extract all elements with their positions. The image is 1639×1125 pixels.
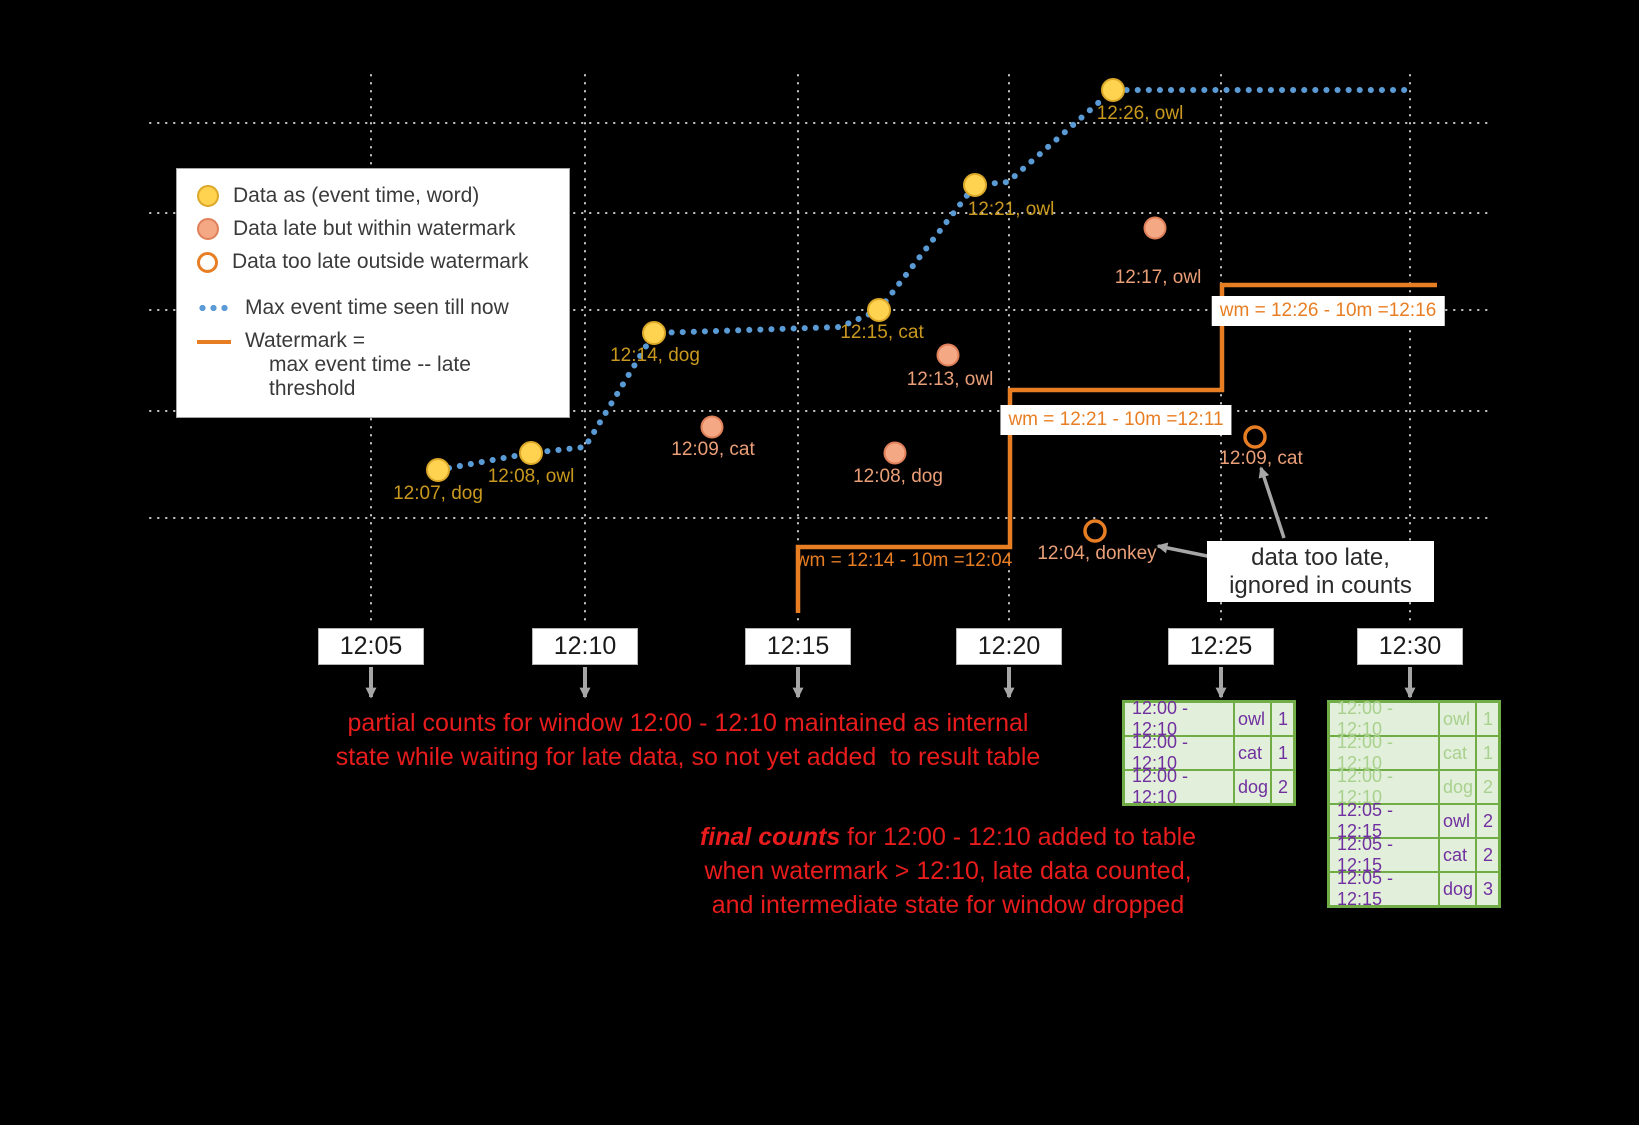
- point-label: 12:08, dog: [853, 466, 943, 487]
- legend-item-label: Data too late outside watermark: [232, 250, 529, 273]
- note-emphasis: final counts: [699, 823, 841, 851]
- point-label: 12:09, cat: [671, 439, 755, 460]
- point-label: 12:04, donkey: [1037, 543, 1157, 564]
- dotted-line-icon: [197, 304, 231, 312]
- result-cell: owl: [1440, 805, 1475, 837]
- watermark-line: [795, 282, 1437, 613]
- legend-item-watermark: Watermark = max event time -- late thres…: [197, 329, 559, 401]
- result-cell: dog: [1440, 873, 1475, 905]
- axis-tick-12-20: 12:20: [956, 628, 1062, 665]
- result-cell: 12:05 - 12:15: [1330, 800, 1438, 841]
- result-cell: 12:00 - 12:10: [1125, 698, 1233, 739]
- result-cell: dog: [1440, 771, 1475, 803]
- result-cell: owl: [1235, 703, 1270, 735]
- callout-line: data too late,: [1251, 543, 1390, 571]
- result-cell: 12:05 - 12:15: [1330, 834, 1438, 875]
- result-cell: 1: [1272, 703, 1293, 735]
- watermark-step-label: wm = 12:14 - 10m =12:04: [795, 550, 1013, 571]
- point-label: 12:26, owl: [1096, 103, 1184, 124]
- too-late-point: [1243, 425, 1267, 449]
- result-cell: 2: [1477, 839, 1498, 871]
- too-late-callout: data too late, ignored in counts: [1207, 541, 1434, 602]
- callout-line: ignored in counts: [1229, 571, 1412, 599]
- note-partial-counts: partial counts for window 12:00 - 12:10 …: [336, 706, 1041, 774]
- too-late-point: [1083, 519, 1107, 543]
- result-cell: 1: [1272, 737, 1293, 769]
- watermark-step-label: wm = 12:26 - 10m =12:16: [1211, 296, 1445, 326]
- late-dot-icon: [197, 218, 219, 240]
- on-time-point: [963, 173, 987, 197]
- legend-item-label: Max event time seen till now: [245, 296, 509, 319]
- result-cell: cat: [1235, 737, 1270, 769]
- result-cell: 12:00 - 12:10: [1125, 766, 1233, 807]
- axis-tick-12-10: 12:10: [532, 628, 638, 665]
- note-final-counts: final counts for 12:00 - 12:10 added to …: [700, 820, 1196, 922]
- result-cell: 2: [1477, 771, 1498, 803]
- point-label: 12:17, owl: [1114, 267, 1202, 288]
- max-event-time-line: [435, 87, 1416, 473]
- callout-arrow: [1156, 542, 1213, 559]
- legend-item-label: Data late but within watermark: [233, 217, 516, 240]
- late-point: [1143, 216, 1167, 240]
- point-label: 12:09, cat: [1219, 448, 1303, 469]
- watermark-legend-line1: Watermark =: [245, 329, 365, 352]
- callout-arrow: [1258, 466, 1286, 539]
- point-label: 12:21, owl: [967, 199, 1055, 220]
- result-cell: 12:05 - 12:15: [1330, 868, 1438, 909]
- on-time-point: [519, 441, 543, 465]
- result-cell: owl: [1440, 703, 1475, 735]
- note-line: final counts for 12:00 - 12:10 added to …: [700, 820, 1196, 854]
- point-label: 12:08, owl: [487, 466, 575, 487]
- result-cell: 1: [1477, 737, 1498, 769]
- point-label: 12:13, owl: [906, 369, 994, 390]
- axis-tick-12-05: 12:05: [318, 628, 424, 665]
- too-late-ring-icon: [197, 251, 218, 273]
- axis-tick-12-25: 12:25: [1168, 628, 1274, 665]
- result-cell: 2: [1272, 771, 1293, 803]
- result-cell: 12:00 - 12:10: [1330, 766, 1438, 807]
- note-line: when watermark > 12:10, late data counte…: [704, 857, 1192, 885]
- late-point: [936, 343, 960, 367]
- solid-line-icon: [197, 340, 231, 344]
- result-cell: 12:00 - 12:10: [1330, 698, 1438, 739]
- axis-tick-12-30: 12:30: [1357, 628, 1463, 665]
- point-label: 12:15, cat: [840, 322, 924, 343]
- result-cell: dog: [1235, 771, 1270, 803]
- point-label: 12:14, dog: [610, 345, 700, 366]
- result-cell: cat: [1440, 737, 1475, 769]
- note-line: partial counts for window 12:00 - 12:10 …: [347, 709, 1029, 737]
- legend-item-on-time: Data as (event time, word): [197, 184, 559, 208]
- legend-item-label: Data as (event time, word): [233, 184, 480, 207]
- result-cell: 1: [1477, 703, 1498, 735]
- legend-item-late: Data late but within watermark: [197, 217, 559, 241]
- late-point: [883, 441, 907, 465]
- on-time-point: [1101, 78, 1125, 102]
- result-cell: 12:00 - 12:10: [1330, 732, 1438, 773]
- on-time-point: [642, 321, 666, 345]
- axis-tick-12-15: 12:15: [745, 628, 851, 665]
- note-line-rest: for 12:00 - 12:10 added to table: [840, 823, 1197, 851]
- on-time-point: [426, 458, 450, 482]
- point-label: 12:07, dog: [393, 483, 483, 504]
- result-cell: 3: [1477, 873, 1498, 905]
- result-cell: 12:00 - 12:10: [1125, 732, 1233, 773]
- legend: Data as (event time, word) Data late but…: [176, 168, 570, 418]
- note-line: state while waiting for late data, so no…: [335, 743, 1041, 771]
- on-time-point: [867, 298, 891, 322]
- note-line: and intermediate state for window droppe…: [711, 891, 1185, 919]
- late-point: [700, 415, 724, 439]
- watermark-legend-line2: max event time -- late threshold: [269, 353, 471, 400]
- legend-item-label: Watermark = max event time -- late thres…: [245, 329, 559, 401]
- on-time-dot-icon: [197, 185, 219, 207]
- result-cell: 2: [1477, 805, 1498, 837]
- legend-item-too-late: Data too late outside watermark: [197, 250, 559, 274]
- legend-item-max-event-time: Max event time seen till now: [197, 296, 559, 320]
- result-cell: cat: [1440, 839, 1475, 871]
- watermark-step-label: wm = 12:21 - 10m =12:11: [1000, 405, 1232, 435]
